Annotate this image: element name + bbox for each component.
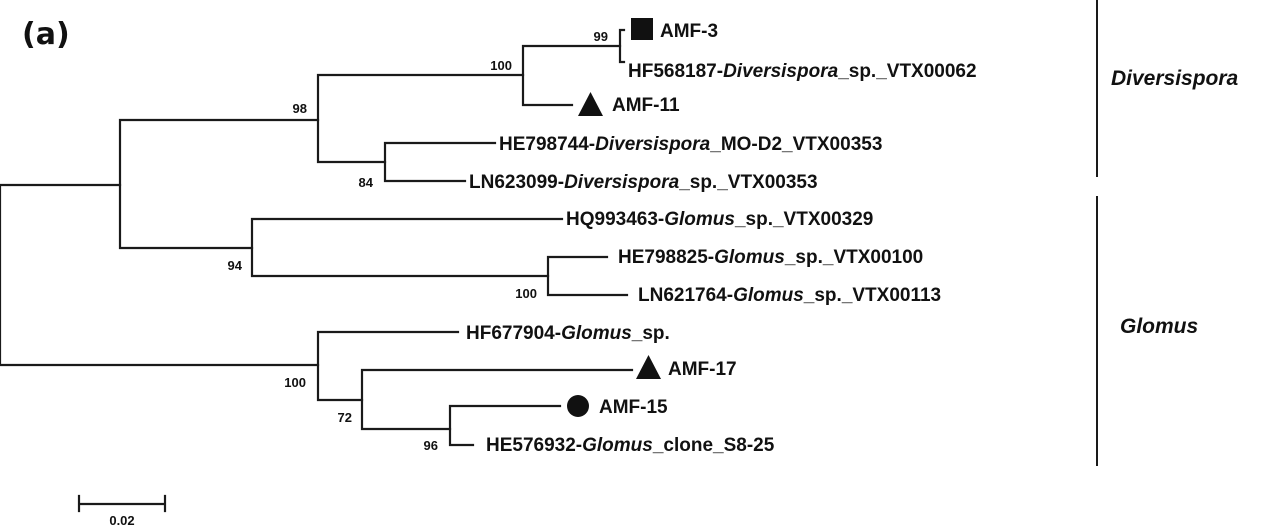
taxon-labels: AMF-3 HF568187-Diversispora_sp._VTX00062…	[466, 21, 977, 456]
branch-diversispora-split	[316, 73, 525, 164]
bootstrap-value: 100	[490, 58, 512, 73]
taxon-label-amf-15: AMF-15	[599, 397, 668, 418]
bootstrap-value: 99	[594, 29, 608, 44]
taxon-label-ln621764: LN621764-Glomus_sp._VTX00113	[638, 285, 941, 306]
branch-node-94	[250, 217, 564, 278]
branch-node-99	[618, 28, 626, 64]
clade-label-glomus: Glomus	[1120, 315, 1198, 338]
taxon-label-amf-17: AMF-17	[668, 359, 737, 380]
branch-node-100-lower	[316, 330, 460, 402]
taxon-label-ln623099: LN623099-Diversispora_sp._VTX00353	[469, 172, 818, 193]
bootstrap-value: 100	[515, 286, 537, 301]
bootstrap-value: 98	[293, 101, 307, 116]
branch-node-96	[448, 404, 562, 447]
tree-branches	[0, 28, 634, 447]
bootstrap-value: 100	[284, 375, 306, 390]
branch-root	[0, 183, 320, 367]
triangle-marker-icon	[578, 92, 603, 116]
branch-node-98	[118, 118, 320, 250]
taxon-label-hf568187: HF568187-Diversispora_sp._VTX00062	[628, 61, 977, 82]
taxon-label-hq993463: HQ993463-Glomus_sp._VTX00329	[566, 209, 873, 230]
branch-node-72	[360, 368, 634, 431]
branch-node-84	[383, 141, 497, 183]
scale-bar: 0.02	[77, 494, 167, 527]
taxon-label-amf-3: AMF-3	[660, 21, 718, 42]
taxon-label-amf-11: AMF-11	[612, 95, 680, 116]
taxon-label-he798744: HE798744-Diversispora_MO-D2_VTX00353	[499, 134, 882, 155]
panel-label: (a)	[22, 17, 70, 52]
branch-node-100-div	[521, 44, 622, 107]
taxon-label-he576932: HE576932-Glomus_clone_S8-25	[486, 435, 775, 456]
taxon-label-hf677904: HF677904-Glomus_sp.	[466, 323, 670, 344]
bootstrap-value: 94	[228, 258, 243, 273]
bootstrap-value: 84	[359, 175, 374, 190]
bootstrap-values: 99 100 98 84 94 100 100 72 96	[228, 29, 608, 453]
sample-markers	[567, 18, 661, 417]
clade-label-diversispora: Diversispora	[1111, 67, 1239, 90]
square-marker-icon	[631, 18, 653, 40]
triangle-marker-icon	[636, 355, 661, 379]
circle-marker-icon	[567, 395, 589, 417]
scale-bar-label: 0.02	[109, 513, 134, 527]
branch-node-100-glomus	[546, 255, 629, 297]
scale-bar-line	[77, 494, 167, 513]
bootstrap-value: 96	[424, 438, 438, 453]
bootstrap-value: 72	[338, 410, 352, 425]
taxon-label-he798825: HE798825-Glomus_sp._VTX00100	[618, 247, 923, 268]
